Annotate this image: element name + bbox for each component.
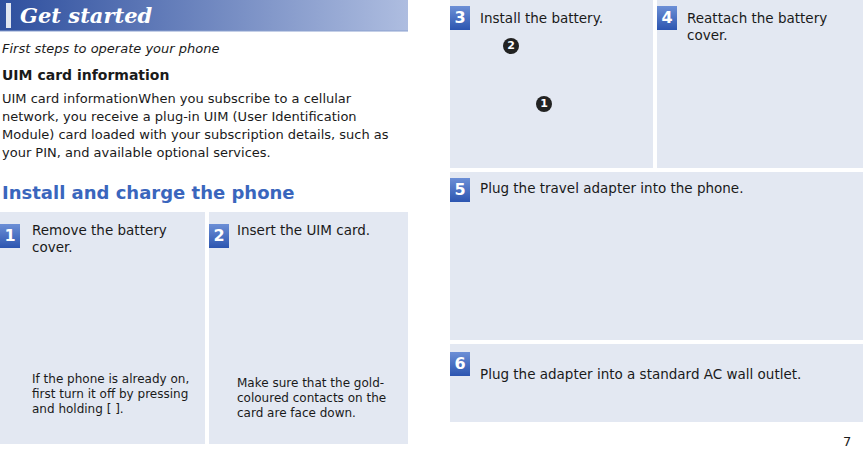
header-accent — [6, 3, 11, 28]
page-title: Get started — [20, 3, 152, 28]
reattach-cover-illustration — [690, 44, 846, 136]
insert-card-illustration — [226, 238, 400, 358]
step-panel: Insert the UIM card. Make sure that the g… — [209, 212, 408, 444]
section-heading: Install and charge the phone — [2, 182, 295, 203]
section-heading: UIM card information — [2, 67, 169, 83]
step-number: 5 — [450, 178, 470, 202]
step-instruction: Install the battery. — [480, 10, 645, 27]
step-instruction: Reattach the battery cover. — [687, 10, 857, 44]
remove-cover-illustration — [20, 243, 187, 372]
step-instruction: Plug the travel adapter into the phone. — [480, 180, 850, 197]
page-number: 7 — [843, 434, 851, 449]
note-check-icon — [10, 378, 25, 393]
step-number: 2 — [209, 224, 229, 248]
step-note: Make sure that the gold-coloured contact… — [237, 376, 405, 421]
subtitle: First steps to operate your phone — [2, 41, 219, 56]
callout-number: 2 — [503, 38, 519, 54]
body-paragraph: UIM card informationWhen you subscribe t… — [2, 90, 407, 162]
callout-number: 1 — [536, 96, 552, 112]
step-number: 6 — [450, 352, 470, 376]
step-panel: Remove the battery cover. If the phone is… — [0, 212, 205, 444]
step-panel: Reattach the battery cover. — [657, 0, 863, 168]
gutter — [429, 0, 430, 458]
step-number: 1 — [0, 224, 20, 248]
header-rule — [0, 31, 408, 32]
step-instruction: Plug the adapter into a standard AC wall… — [480, 366, 855, 383]
step-instruction: Insert the UIM card. — [237, 222, 397, 239]
step-panel: Plug the travel adapter into the phone. — [450, 172, 863, 340]
step-instruction: Remove the battery cover. — [32, 222, 192, 256]
travel-adapter-illustration — [566, 196, 740, 330]
install-battery-illustration — [488, 40, 630, 150]
step-number: 4 — [657, 6, 677, 30]
step-panel: Install the battery. — [450, 0, 653, 168]
step-panel: Plug the adapter into a standard AC wall… — [450, 344, 863, 422]
header-band — [0, 0, 408, 31]
step-number: 3 — [450, 6, 470, 30]
note-check-icon — [216, 382, 231, 397]
step-note: If the phone is already on, first turn i… — [32, 372, 200, 417]
